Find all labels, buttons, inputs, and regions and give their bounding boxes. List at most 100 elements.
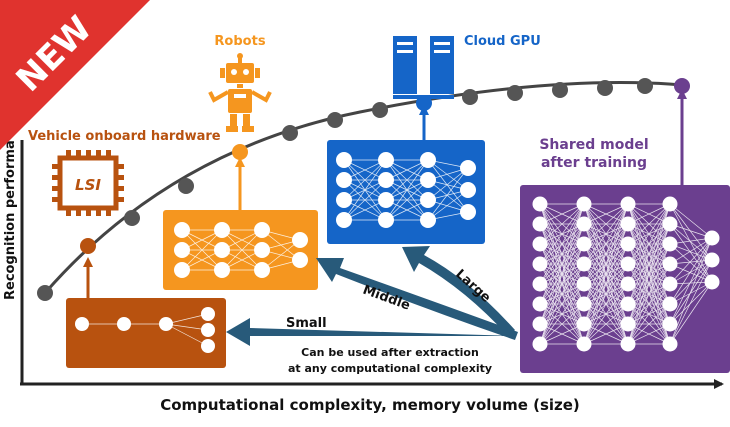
network-node bbox=[460, 204, 476, 220]
network-node bbox=[460, 182, 476, 198]
shared-model-label-2: after training bbox=[541, 155, 647, 171]
network-node bbox=[576, 336, 592, 352]
network-node bbox=[292, 232, 308, 248]
network-node bbox=[420, 172, 436, 188]
x-axis-label: Computational complexity, memory volume … bbox=[160, 396, 580, 414]
curve-dot bbox=[124, 210, 140, 226]
middle-arrow bbox=[316, 258, 518, 340]
network-node bbox=[336, 192, 352, 208]
network-node bbox=[378, 192, 394, 208]
vehicle-point bbox=[80, 238, 96, 254]
curve-dot bbox=[552, 82, 568, 98]
network-node bbox=[420, 152, 436, 168]
network-node bbox=[254, 242, 270, 258]
network-node bbox=[254, 222, 270, 238]
network-node bbox=[576, 316, 592, 332]
network-node bbox=[420, 212, 436, 228]
network-node bbox=[662, 316, 678, 332]
network-node bbox=[662, 216, 678, 232]
curve-dot bbox=[37, 285, 53, 301]
vehicle-network-box bbox=[66, 298, 226, 368]
new-banner: NEW bbox=[0, 0, 150, 150]
network-node bbox=[620, 336, 636, 352]
robots-point bbox=[232, 144, 248, 160]
network-node bbox=[662, 256, 678, 272]
network-node bbox=[704, 230, 720, 246]
network-node bbox=[214, 242, 230, 258]
curve-dot bbox=[507, 85, 523, 101]
network-node bbox=[174, 222, 190, 238]
network-node bbox=[620, 196, 636, 212]
network-node bbox=[117, 317, 131, 331]
network-node bbox=[532, 256, 548, 272]
network-node bbox=[532, 276, 548, 292]
network-node bbox=[662, 336, 678, 352]
lsi-label: LSI bbox=[75, 176, 101, 194]
y-axis-label: Recognition performa bbox=[3, 140, 18, 300]
network-node bbox=[336, 212, 352, 228]
note-line-1: Can be used after extraction bbox=[301, 346, 479, 359]
network-node bbox=[159, 317, 173, 331]
shared-model-label-1: Shared model bbox=[539, 137, 648, 153]
network-node bbox=[620, 216, 636, 232]
network-node bbox=[620, 256, 636, 272]
cloud-gpu-label: Cloud GPU bbox=[464, 34, 541, 49]
network-node bbox=[336, 172, 352, 188]
curve-dot bbox=[462, 89, 478, 105]
arrow-small-label: Small bbox=[286, 316, 327, 331]
curve-dots bbox=[37, 78, 653, 301]
network-node bbox=[704, 274, 720, 290]
network-node bbox=[576, 296, 592, 312]
network-node bbox=[620, 316, 636, 332]
network-node bbox=[532, 236, 548, 252]
network-node bbox=[532, 316, 548, 332]
network-node bbox=[378, 172, 394, 188]
vehicle-label: Vehicle onboard hardware bbox=[28, 129, 221, 144]
network-node bbox=[214, 222, 230, 238]
curve-dot bbox=[327, 112, 343, 128]
network-node bbox=[420, 192, 436, 208]
small-arrow bbox=[226, 318, 518, 346]
network-node bbox=[576, 216, 592, 232]
network-node bbox=[620, 296, 636, 312]
network-node bbox=[662, 196, 678, 212]
network-node bbox=[378, 152, 394, 168]
large-arrow bbox=[402, 246, 515, 336]
shared-point bbox=[674, 78, 690, 94]
network-node bbox=[201, 323, 215, 337]
network-node bbox=[532, 296, 548, 312]
curve-dot bbox=[637, 78, 653, 94]
network-node bbox=[532, 196, 548, 212]
network-node bbox=[378, 212, 394, 228]
network-node bbox=[576, 256, 592, 272]
network-node bbox=[662, 296, 678, 312]
curve-dot bbox=[372, 102, 388, 118]
network-node bbox=[532, 216, 548, 232]
lsi-chip-icon: LSI bbox=[52, 150, 124, 216]
note-line-2: at any computational complexity bbox=[288, 362, 492, 375]
network-node bbox=[292, 252, 308, 268]
network-node bbox=[576, 276, 592, 292]
network-node bbox=[174, 242, 190, 258]
network-node bbox=[336, 152, 352, 168]
network-node bbox=[174, 262, 190, 278]
curve-dot bbox=[597, 80, 613, 96]
network-node bbox=[532, 336, 548, 352]
network-node bbox=[201, 307, 215, 321]
network-node bbox=[662, 236, 678, 252]
network-node bbox=[254, 262, 270, 278]
robots-label: Robots bbox=[214, 34, 265, 49]
network-node bbox=[704, 252, 720, 268]
curve-dot bbox=[178, 178, 194, 194]
network-node bbox=[460, 160, 476, 176]
cloud-network bbox=[336, 152, 476, 228]
network-node bbox=[75, 317, 89, 331]
network-node bbox=[620, 276, 636, 292]
shared-network bbox=[532, 196, 720, 352]
curve-dot bbox=[282, 125, 298, 141]
robot-icon bbox=[208, 53, 272, 132]
server-icon bbox=[393, 36, 454, 99]
network-node bbox=[201, 339, 215, 353]
